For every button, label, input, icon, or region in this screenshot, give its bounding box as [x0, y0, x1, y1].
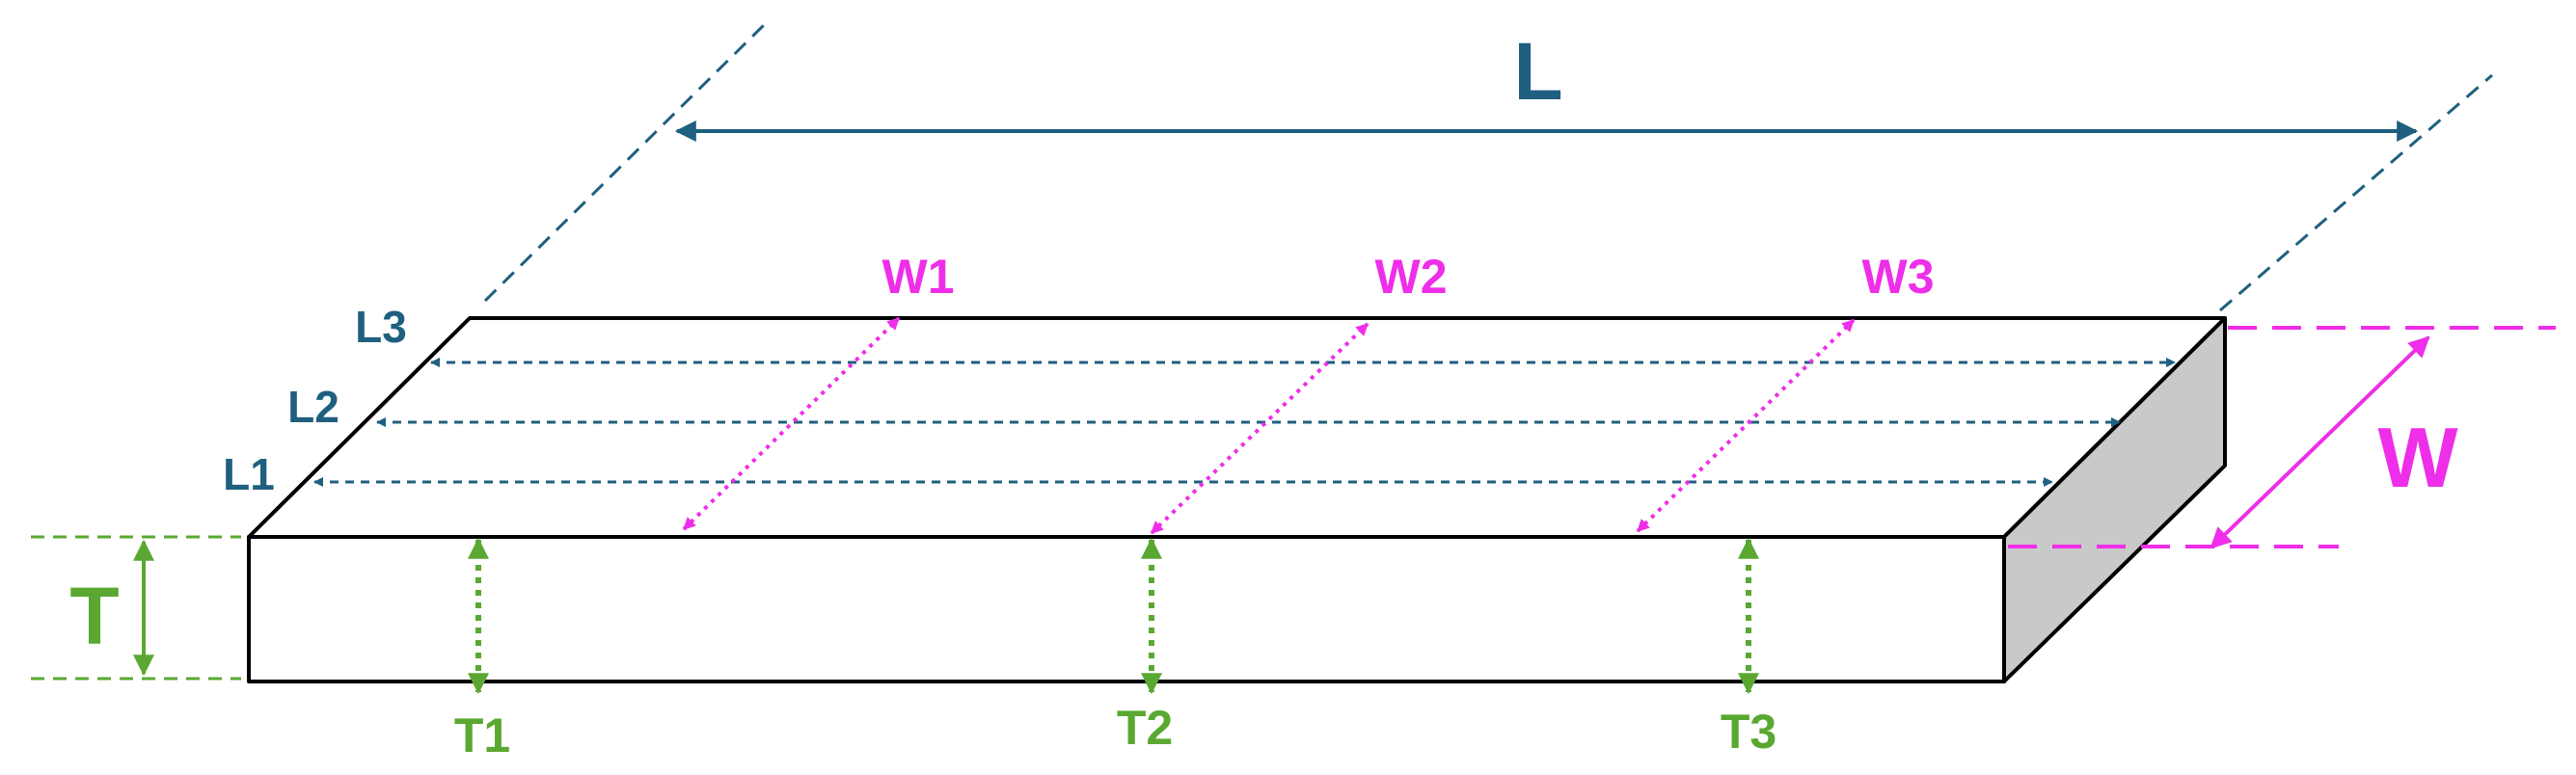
thickness-label: T [69, 571, 119, 661]
label-l2: L2 [287, 382, 339, 432]
width-measure-line-w2 [1150, 322, 1369, 535]
length-extension-line-left [483, 22, 767, 303]
label-l3: L3 [355, 302, 407, 352]
length-extension-line-right [2219, 73, 2493, 312]
label-w1: W1 [882, 250, 955, 304]
label-t2: T2 [1117, 701, 1173, 755]
top-face [247, 316, 2227, 539]
label-t1: T1 [454, 708, 510, 762]
width-label: W [2377, 410, 2457, 505]
width-measure-line-w3 [1636, 318, 1856, 533]
label-t3: T3 [1721, 705, 1776, 759]
label-w3: W3 [1862, 250, 1935, 304]
length-label: L [1513, 26, 1562, 117]
front-face [247, 535, 2006, 683]
label-l1: L1 [223, 449, 275, 499]
width-arrow [2210, 335, 2430, 549]
width-measure-line-w1 [682, 316, 901, 531]
label-w2: W2 [1375, 250, 1448, 304]
